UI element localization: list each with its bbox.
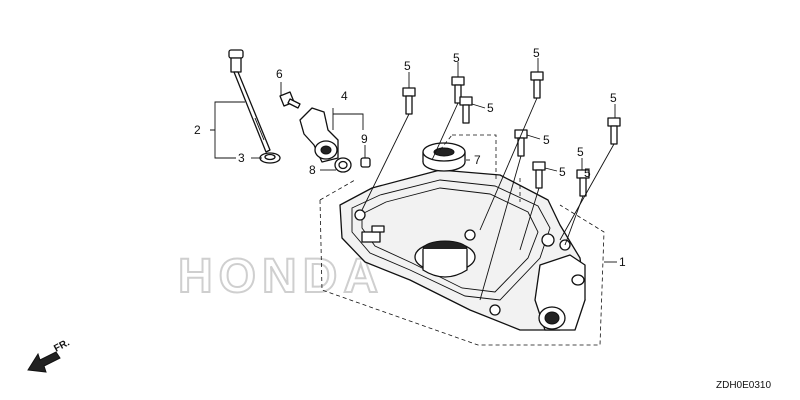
oil-seal	[422, 142, 466, 172]
alignment-lines	[361, 97, 615, 301]
assembly-box-1	[319, 179, 605, 346]
flange-bolt	[532, 161, 546, 189]
bolt-6	[279, 91, 301, 109]
callout-5: 5	[487, 101, 494, 115]
direction-label: FR.	[52, 337, 72, 354]
callout-8: 8	[309, 163, 316, 177]
callout-7: 7	[474, 153, 481, 167]
callout-5: 5	[453, 51, 460, 65]
callout-numbers: 1 2 3 4 5 5 5 5 5 5 5 5 5 6 7 8 9	[194, 46, 626, 269]
callout-5: 5	[610, 91, 617, 105]
callout-5: 5	[533, 46, 540, 60]
flange-bolt	[514, 129, 528, 157]
callout-5: 5	[584, 166, 591, 180]
oil-filler-neck	[299, 107, 339, 163]
callout-5: 5	[404, 59, 411, 73]
callout-1: 1	[619, 255, 626, 269]
flange-bolt	[607, 117, 621, 145]
o-ring	[259, 152, 281, 164]
flange-bolt	[459, 96, 473, 124]
front-direction-marker: FR.	[27, 337, 72, 373]
callout-5: 5	[577, 145, 584, 159]
diagram-code: ZDH0E0310	[716, 380, 771, 391]
dowel-pin	[360, 157, 371, 168]
callout-5: 5	[543, 133, 550, 147]
flange-bolt	[530, 71, 544, 99]
oil-dipstick	[228, 49, 271, 153]
callout-9: 9	[361, 132, 368, 146]
watermark-text: HONDA	[178, 250, 384, 303]
callout-6: 6	[276, 67, 283, 81]
callout-2: 2	[194, 123, 201, 137]
case-cover	[339, 169, 586, 331]
o-ring-8	[334, 157, 352, 173]
callout-leaders	[210, 58, 617, 263]
callout-3: 3	[238, 151, 245, 165]
flange-bolt	[402, 87, 416, 115]
callout-4: 4	[341, 89, 348, 103]
callout-5: 5	[559, 165, 566, 179]
